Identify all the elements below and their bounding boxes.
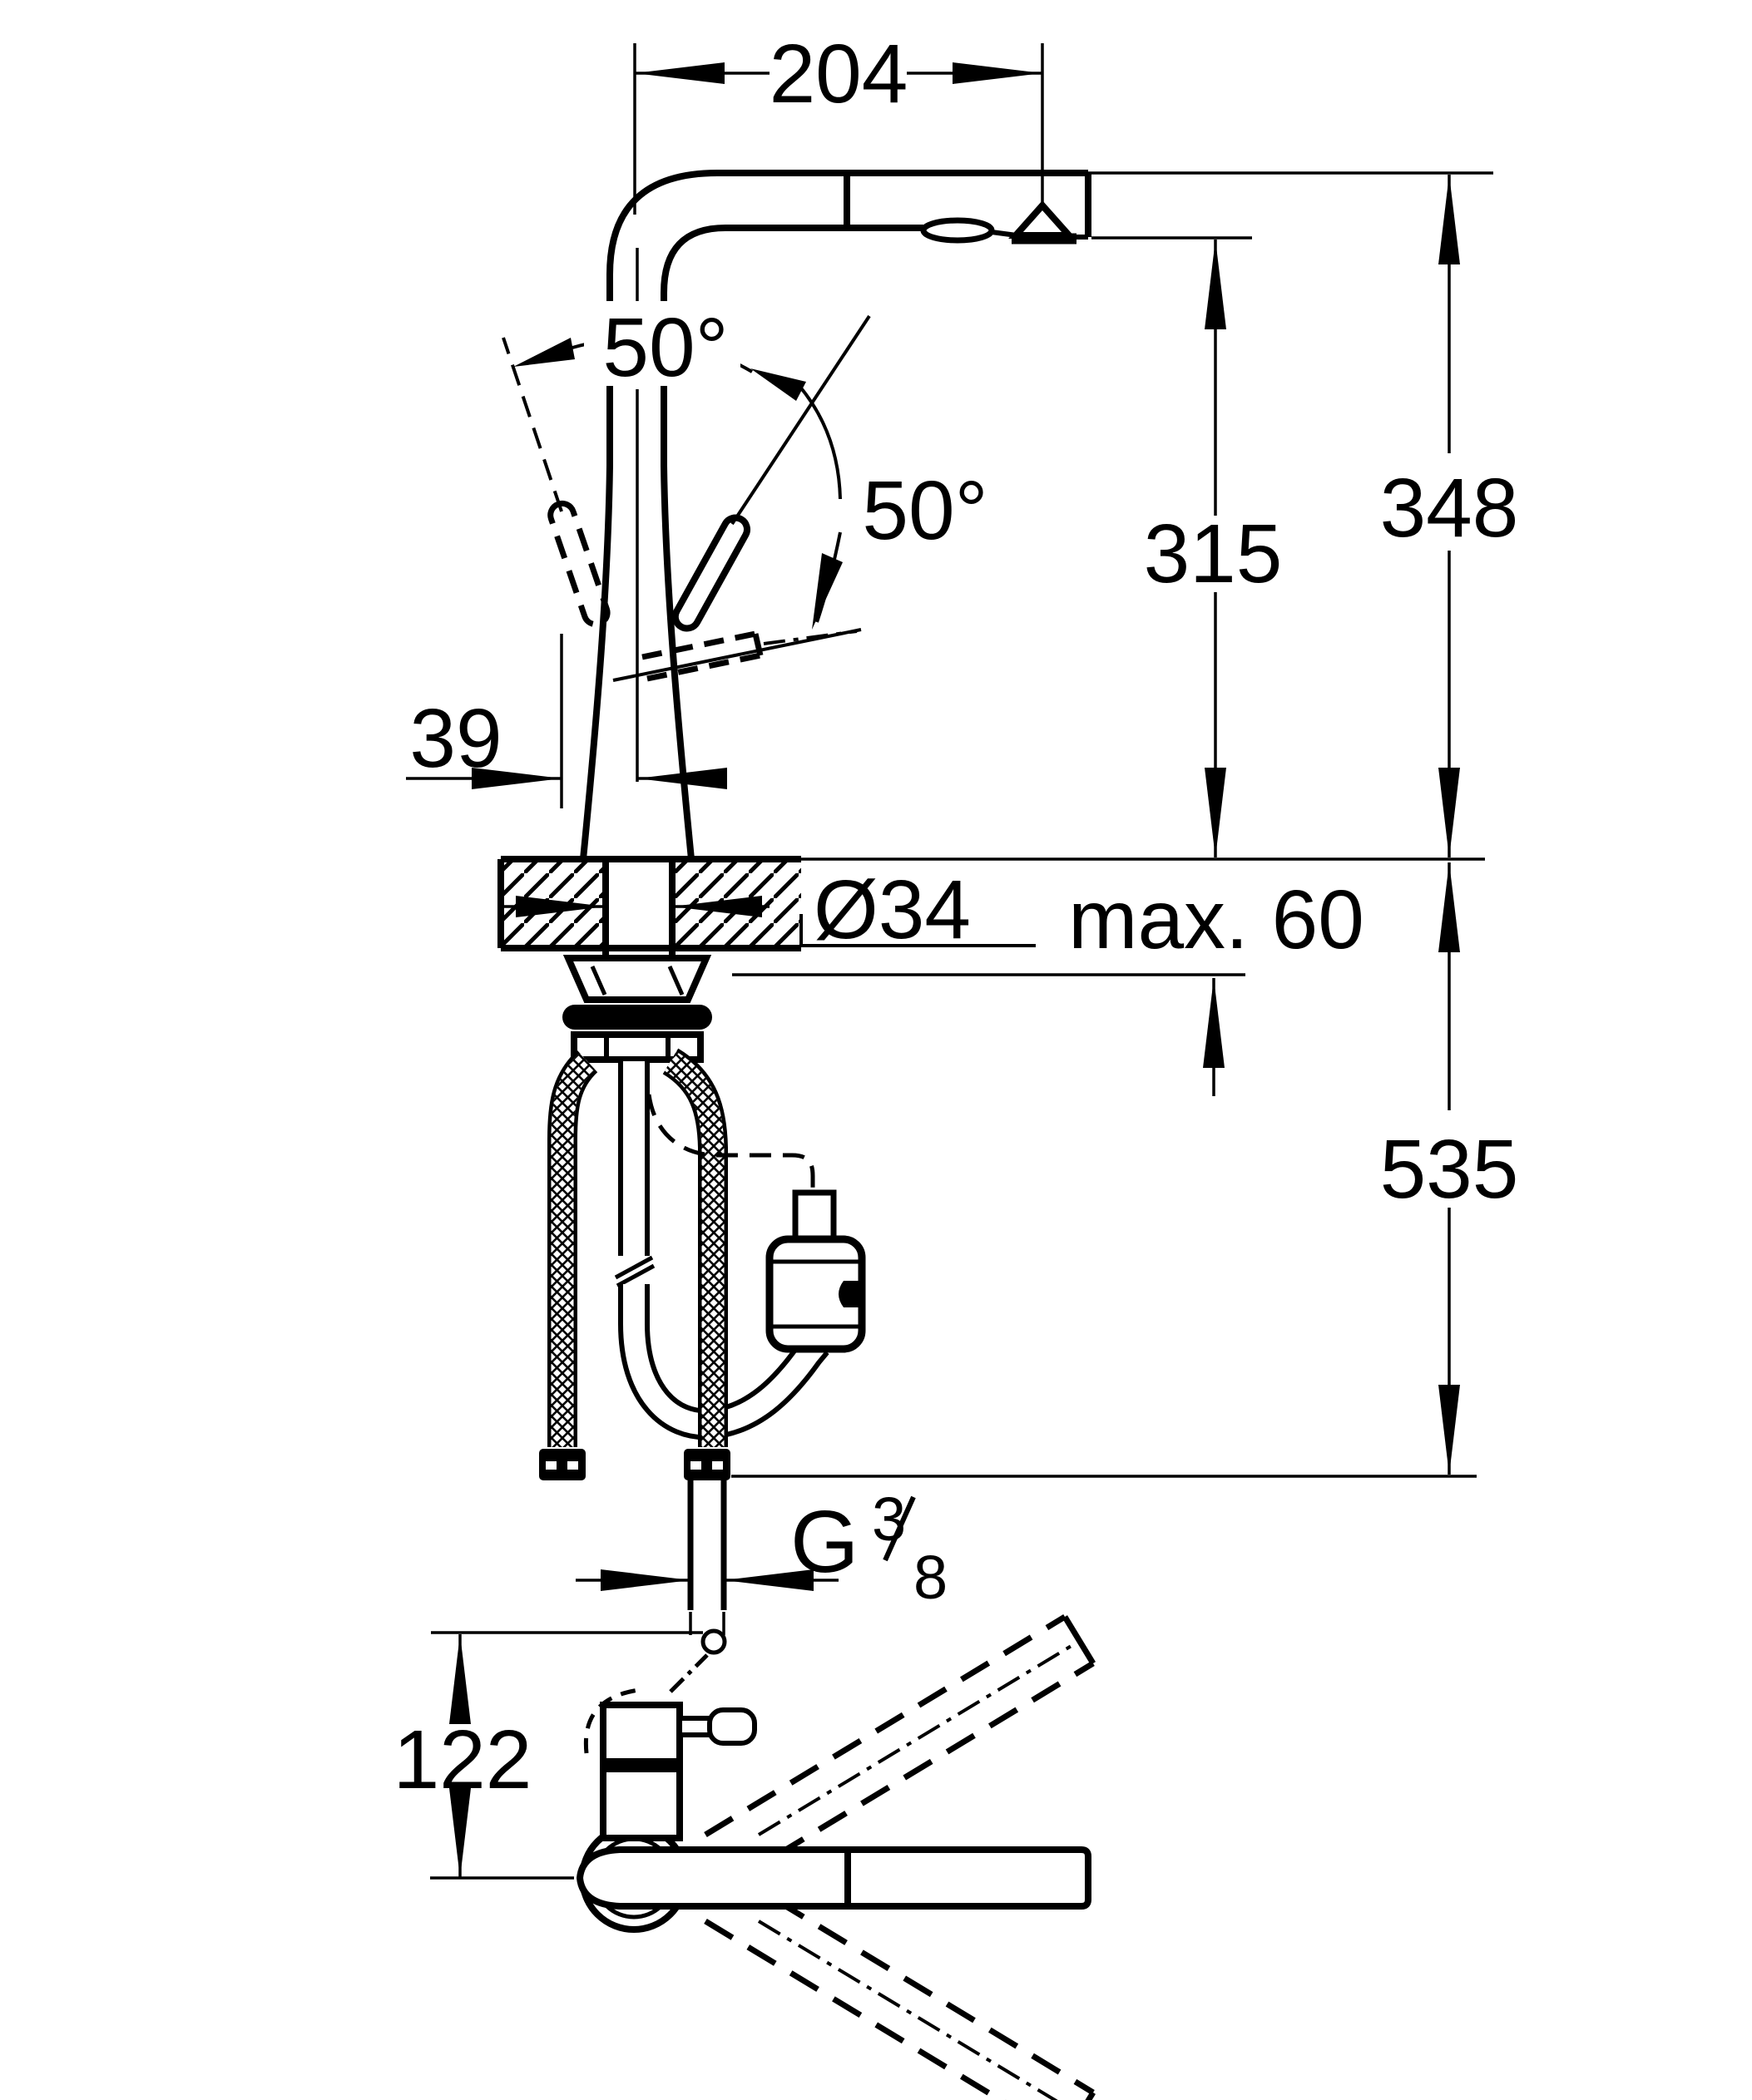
dim-handle-offset: 39 (406, 634, 727, 808)
dim-swing-upper-label: 50° (602, 301, 728, 394)
spray-outlet (1008, 200, 1076, 239)
spout-swivel-upper (704, 1614, 1096, 1884)
dim-hole-diameter: Ø34 (504, 863, 971, 956)
dim-spout-reach-label: 204 (770, 27, 908, 121)
supply-hose-left (539, 1050, 598, 1480)
thread-numerator-label: 3 (872, 1485, 906, 1554)
dim-handle-offset-label: 39 (409, 692, 502, 785)
plan-view: 122 (393, 1614, 1096, 2100)
dim-max-counter-thickness: max. 60 (732, 873, 1364, 1096)
supply-hose-right (662, 1048, 730, 1480)
dim-outlet-height-label: 315 (1144, 507, 1283, 600)
dim-swing-lower-label: 50° (862, 464, 987, 557)
lever-handle-alt-left (502, 337, 611, 628)
thread-denominator-label: 8 (913, 1543, 948, 1612)
lever-handle-alt-down (612, 628, 862, 682)
handle-area: 50° 50° (502, 301, 988, 682)
lever-handle (671, 314, 871, 632)
dim-outlet-height: 315 (1091, 236, 1283, 857)
dim-hole-diameter-label: Ø34 (814, 863, 971, 956)
spout-inner-contour (661, 225, 923, 860)
faucet-side-view (580, 170, 1091, 860)
dim-total-height-label: 348 (1380, 462, 1519, 555)
horseshoe-washer (562, 1005, 712, 1030)
aerator-lens (920, 217, 995, 244)
dim-below-counter-label: 535 (1380, 1123, 1519, 1216)
dim-plan-depth-label: 122 (393, 1713, 532, 1806)
thread-connection: G 3 8 (576, 1480, 948, 1635)
dim-below-counter: 535 (731, 862, 1519, 1478)
dim-spout-reach: 204 (633, 27, 1044, 215)
plan-lever-knob (707, 1707, 757, 1746)
spout-outer-contour (580, 170, 1088, 860)
plan-lever-alt-tip (700, 1628, 727, 1655)
dim-max-counter-label: max. 60 (1068, 873, 1364, 966)
dim-total-height: 348 (1088, 171, 1519, 857)
mounting-hardware (562, 955, 712, 1063)
thread-letter-label: G (790, 1493, 859, 1591)
hose-weight (765, 1189, 866, 1353)
hose-retracted-path (646, 1094, 815, 1191)
spout-swivel-lower (704, 1872, 1096, 2100)
plan-spout (576, 1846, 1091, 1910)
